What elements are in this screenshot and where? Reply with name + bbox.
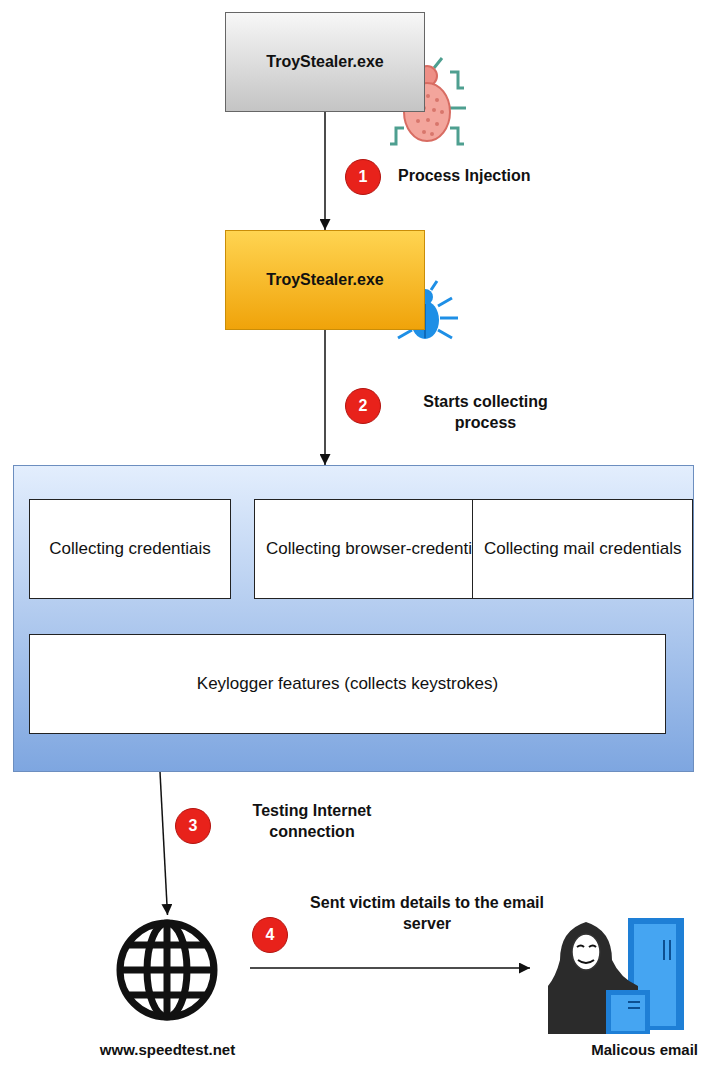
task-box: Collecting credentiais — [29, 499, 231, 599]
box-text: Collecting browser-credentials — [266, 538, 494, 559]
edge-label: Starts collecting process — [398, 392, 573, 434]
task-box: Collecting mail credentials — [472, 499, 693, 599]
callout-number: 4 — [252, 917, 288, 953]
task-box: Collecting browser-credentials — [254, 499, 506, 599]
box-text: TroyStealer.exe — [266, 53, 383, 71]
box-text: Collecting credentiais — [49, 538, 211, 559]
callout-number: 3 — [175, 808, 211, 844]
box-text: TroyStealer.exe — [266, 271, 383, 289]
edge-label: Sent victim details to the email server — [298, 893, 556, 935]
website-node: www.speedtest.net — [85, 915, 250, 1063]
box-text: Keylogger features (collects keystrokes) — [197, 673, 498, 694]
box-text: www.speedtest.net — [100, 1041, 235, 1058]
process-box: TroyStealer.exe — [225, 230, 425, 330]
edge-label: Process Injection — [398, 166, 608, 187]
box-text: Malicous email — [591, 1041, 698, 1058]
collection-group: Collecting credentiais Collecting browser… — [13, 465, 694, 772]
callout-number: 2 — [345, 388, 381, 424]
email-server-node: Malicous email — [530, 890, 712, 1063]
globe-icon — [120, 923, 214, 1017]
arrow-connector — [324, 112, 326, 230]
task-box: Keylogger features (collects keystrokes) — [29, 634, 666, 734]
arrow-connector — [324, 330, 326, 465]
arrow-connector — [160, 772, 168, 915]
arrow-connector — [250, 967, 530, 969]
edge-label: Testing Internet connection — [228, 801, 396, 843]
process-box: TroyStealer.exe — [225, 12, 425, 112]
callout-number: 1 — [345, 159, 381, 195]
hacker-server-icon — [548, 918, 684, 1034]
box-text: Collecting mail credentials — [484, 538, 681, 559]
